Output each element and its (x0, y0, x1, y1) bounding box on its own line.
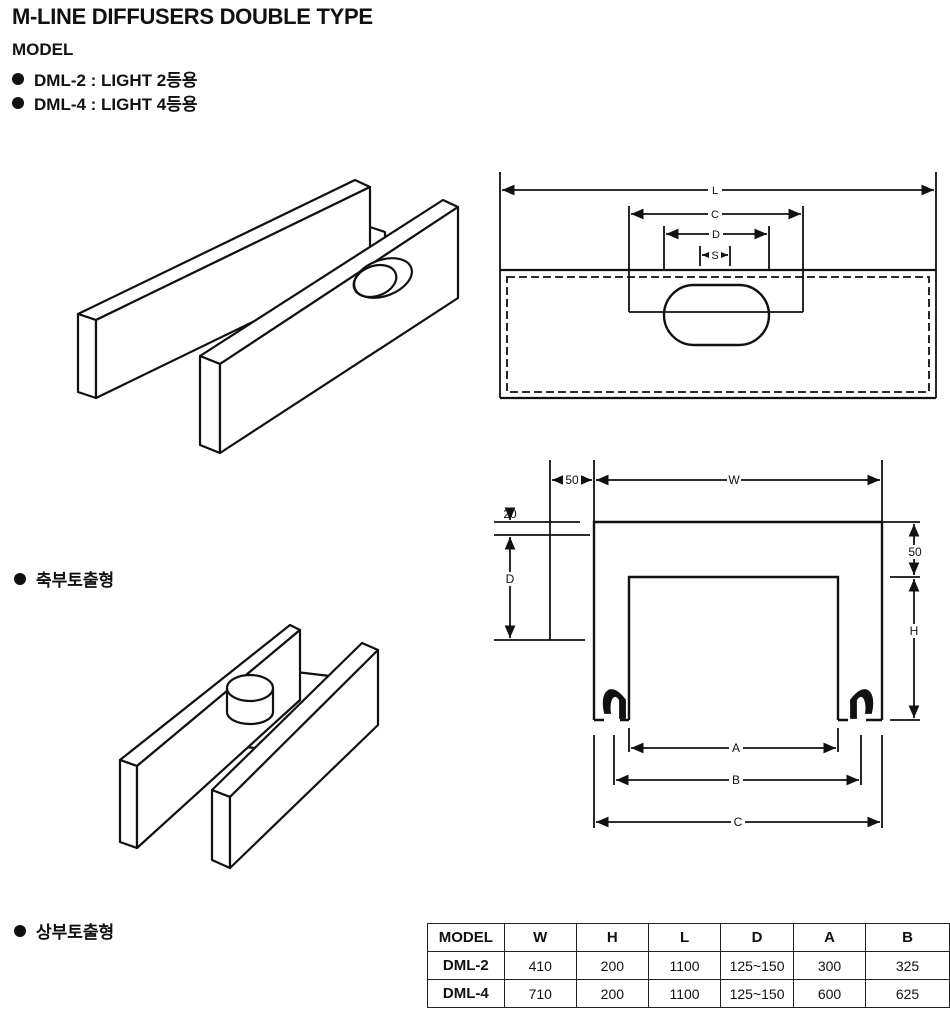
table-header-row: MODEL W H L D A B (427, 923, 950, 952)
model-item-dml-2: DML-2 : LIGHT 2등용 (12, 66, 198, 91)
page-title: M-LINE DIFFUSERS DOUBLE TYPE (12, 4, 373, 29)
model-item-label: DML-4 : LIGHT 4등용 (34, 95, 198, 114)
table-header-cell: B (865, 923, 950, 952)
section-label-text: 축부토출형 (36, 571, 115, 590)
section-view-drawing (494, 460, 920, 828)
rail-right-face (228, 648, 380, 870)
table-cell: 600 (792, 979, 867, 1008)
table-cell: 200 (575, 979, 649, 1008)
isometric-diffuser-side-outlet (76, 178, 460, 455)
dim-label-C: C (711, 209, 719, 221)
table-header-cell: MODEL (427, 923, 505, 952)
table-cell: DML-2 (427, 951, 505, 980)
rail-right-end (198, 354, 222, 455)
outlet-collar-inner (352, 263, 398, 299)
table-header-cell: W (503, 923, 577, 952)
section-label-axial: 축부토출형 (14, 566, 114, 591)
table-header-cell: L (647, 923, 722, 952)
table-cell: DML-4 (427, 979, 505, 1008)
dim-label-D-top: D (712, 229, 720, 241)
dim-label-L: L (712, 185, 718, 197)
spec-table: MODEL W H L D A B DML-2 410 200 1100 125… (427, 923, 950, 1008)
clip-right (850, 689, 874, 719)
dim-label-C-section: C (734, 815, 743, 829)
top-view-drawing (499, 172, 937, 400)
bullet-icon (14, 572, 26, 585)
table-cell: 410 (503, 951, 577, 980)
dim-label-D-section: D (506, 572, 515, 586)
model-heading: MODEL (12, 40, 74, 59)
table-cell: 625 (865, 979, 950, 1008)
table-cell: 300 (792, 951, 867, 980)
table-cell: 1100 (647, 951, 722, 980)
dim-label-B: B (732, 773, 740, 787)
dim-label-S: S (711, 250, 718, 262)
bullet-icon (12, 72, 24, 85)
table-header-cell: D (720, 923, 794, 952)
table-cell: 1100 (647, 979, 722, 1008)
model-item-label: DML-2 : LIGHT 2등용 (34, 71, 198, 90)
dim-label-H: H (910, 624, 919, 638)
rail-left-end (76, 312, 98, 400)
outlet-collar-top (225, 673, 275, 703)
dim-label-50-left: 50 (565, 473, 579, 487)
table-cell: 325 (865, 951, 950, 980)
table-row: DML-2 410 200 1100 125~150 300 325 (427, 951, 950, 980)
dim-label-W: W (728, 473, 740, 487)
dim-label-50-right: 50 (908, 545, 922, 559)
rail-right-end (210, 788, 232, 870)
oval-outlet (662, 283, 771, 347)
dim-label-20: 20 (503, 507, 517, 521)
table-header-cell: A (792, 923, 867, 952)
model-item-dml-4: DML-4 : LIGHT 4등용 (12, 90, 198, 115)
section-label-top: 상부토출형 (14, 918, 114, 943)
table-cell: 125~150 (720, 979, 794, 1008)
dim-label-A: A (732, 741, 740, 755)
section-label-text: 상부토출형 (36, 923, 115, 942)
clip-left (602, 689, 626, 719)
table-cell: 710 (503, 979, 577, 1008)
table-row: DML-4 710 200 1100 125~150 600 625 (427, 979, 950, 1008)
table-cell: 200 (575, 951, 649, 980)
bullet-icon (12, 96, 24, 109)
table-cell: 125~150 (720, 951, 794, 980)
table-header-cell: H (575, 923, 649, 952)
bullet-icon (14, 924, 26, 937)
rail-left-end (118, 758, 139, 850)
isometric-diffuser-top-outlet (118, 623, 380, 870)
